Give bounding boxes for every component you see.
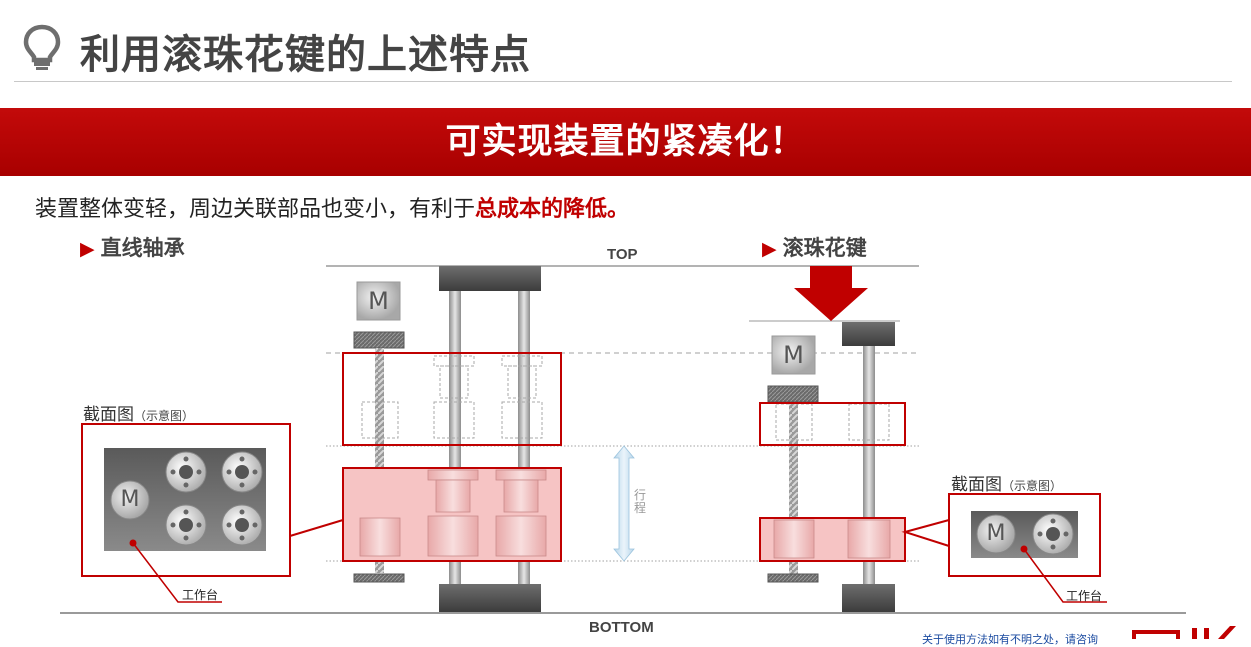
linear-bearing-block [435,479,471,513]
ball-spline-assembly [759,266,906,612]
section-ball-spline: ▶滚珠花键 [762,232,867,262]
triangle-bullet-icon: ▶ [762,238,777,260]
screw-support-right [767,573,819,583]
cross-section-label: 截面图 [83,405,134,425]
screw-nut-block [359,517,401,557]
linear-bearing-block [495,515,547,557]
cross-section-note: （示意图） [134,409,195,423]
section-linear-bearing: ▶直线轴承 [80,232,185,262]
cross-section-title-left: 截面图（示意图） [83,400,194,425]
title-row: 利用滚珠花键的上述特点 [0,0,1251,82]
cross-section-right [901,493,1107,603]
worktable-label-right: 工作台 [1066,589,1103,603]
down-arrow-icon [794,266,868,321]
headline-banner: 可实现装置的紧凑化！ [0,108,1251,176]
section-linear-bearing-label: 直线轴承 [100,236,185,260]
section-ball-spline-label: 滚珠花键 [782,236,867,260]
stroke-arrow [613,445,635,562]
title-divider [14,81,1232,82]
ball-screw-left [375,348,384,573]
ghost-bearing [501,355,543,367]
ghost-bearing [433,401,475,439]
upper-position-box-left [342,352,562,446]
spline-nut-block [847,519,891,559]
ghost-bearing [433,355,475,367]
bearing-flange-icon [221,451,263,493]
motor-right [771,335,816,375]
motor-label-left: M [368,287,389,315]
motor-circle-right [976,514,1016,554]
cross-section-left [81,423,344,603]
cs-motor-label-left: M [120,487,140,512]
ghost-bearing [501,401,543,439]
top-plate-right [842,322,895,346]
linear-bearing-assembly [342,266,562,612]
spline-flange-icon [1032,513,1074,555]
lead-prefix: 装置整体变轻，周边关联部品也变小，有利于 [35,197,476,222]
bearing-flange-icon [165,504,207,546]
base-plate-left [439,584,541,612]
worktable-label-left: 工作台 [182,588,219,602]
page-title: 利用滚珠花键的上述特点 [80,32,531,78]
brand-logo [1132,626,1236,639]
bearing-flange-icon [165,451,207,493]
banner-text: 可实现装置的紧凑化！ [445,122,806,162]
stroke-label: 行程 [633,488,646,515]
footer-note: 关于使用方法如有不明之处，请咨询 [922,633,1098,646]
base-plate-right [842,584,895,612]
coupling-left [353,331,405,349]
bearing-flange-icon [221,504,263,546]
cs-motor-label-right: M [986,521,1006,546]
screw-nut-block [773,519,815,559]
cross-section-label: 截面图 [951,475,1002,495]
cross-section-note: （示意图） [1002,479,1063,493]
top-plate-left [439,266,541,291]
worktable-leader-left [132,542,222,603]
upper-position-box-right [759,402,906,446]
screw-support-left [353,573,405,583]
triangle-bullet-icon: ▶ [80,238,95,260]
lead-text: 装置整体变轻，周边关联部品也变小，有利于总成本的降低。 [35,191,629,223]
cross-section-title-right: 截面图（示意图） [951,470,1062,495]
motor-left [356,281,401,321]
linear-bearing-block [503,479,539,513]
motor-label-right: M [783,341,804,369]
lightbulb-icon [23,24,61,70]
bottom-label: BOTTOM [589,619,654,636]
callout-leader-right [901,519,950,547]
linear-bearing-block [427,469,479,481]
lead-highlight: 总成本的降低。 [475,197,630,222]
coupling-right [767,385,819,403]
callout-leader-left [289,424,344,538]
top-label: TOP [607,246,638,263]
linear-bearing-block [427,515,479,557]
ball-screw-right [789,402,798,574]
linear-bearing-block [495,469,547,481]
ghost-nut [361,401,399,439]
worktable-leader-right [1023,548,1107,603]
motor-circle-left [110,480,150,520]
